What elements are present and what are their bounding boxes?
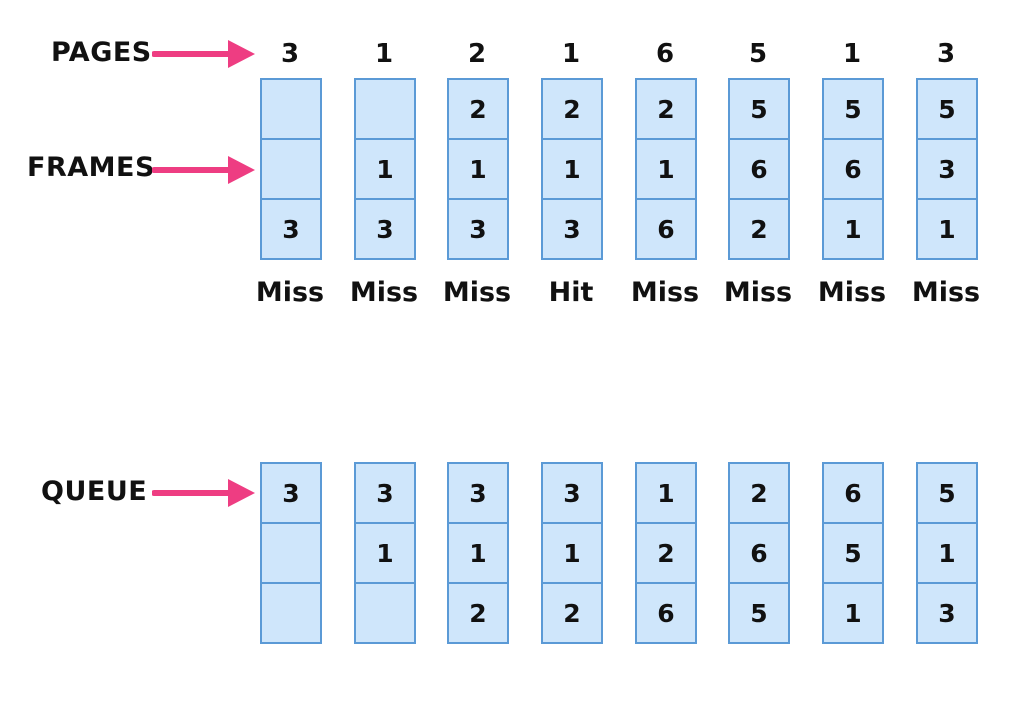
frame-cell: 5 (730, 80, 788, 140)
queue-cell: 1 (356, 524, 414, 584)
frame-cell: 5 (824, 80, 882, 140)
frame-cell: 2 (637, 80, 695, 140)
frame-cell: 6 (730, 140, 788, 200)
frame-cell: 1 (844, 214, 862, 244)
result-label-7: Miss (817, 277, 887, 308)
queue-arrow-icon (152, 479, 255, 507)
queue-cell: 2 (469, 598, 487, 628)
frame-cell: 5 (918, 80, 976, 140)
queue-cell: 3 (449, 464, 507, 524)
page-ref-5: 6 (655, 39, 675, 69)
queue-cell: 1 (637, 464, 695, 524)
frame-cell (262, 80, 320, 140)
queue-cell: 3 (356, 464, 414, 524)
page-ref-3: 2 (467, 39, 487, 69)
queue-label: QUEUE (41, 476, 148, 507)
queue-cell: 1 (844, 598, 862, 628)
queue-cell: 2 (563, 598, 581, 628)
queue-cell (262, 584, 320, 642)
page-ref-4: 1 (561, 39, 581, 69)
page-ref-7: 1 (842, 39, 862, 69)
result-label-5: Miss (630, 277, 700, 308)
pages-arrow-icon (152, 40, 255, 68)
frame-cell: 6 (657, 214, 675, 244)
frame-cell: 1 (637, 140, 695, 200)
queue-cell: 3 (938, 598, 956, 628)
queue-cell (262, 524, 320, 584)
queue-cell: 5 (918, 464, 976, 524)
queue-cell: 6 (730, 524, 788, 584)
frame-cell (262, 140, 320, 200)
queue-cell: 5 (824, 524, 882, 584)
result-label-6: Miss (723, 277, 793, 308)
frame-cell: 3 (918, 140, 976, 200)
frame-cell: 6 (824, 140, 882, 200)
frame-cell: 1 (543, 140, 601, 200)
frame-cell: 2 (750, 214, 768, 244)
queue-column-1: 3 (260, 462, 322, 644)
queue-cell: 3 (543, 464, 601, 524)
queue-cell: 1 (543, 524, 601, 584)
frame-cell: 2 (543, 80, 601, 140)
result-label-1: Miss (255, 277, 325, 308)
queue-cell (356, 584, 414, 642)
result-label-4: Hit (548, 277, 594, 308)
page-ref-2: 1 (374, 39, 394, 69)
result-label-2: Miss (349, 277, 419, 308)
frame-cell: 1 (356, 140, 414, 200)
frame-cell: 3 (376, 214, 394, 244)
frame-cell: 3 (282, 214, 300, 244)
frame-cell: 2 (449, 80, 507, 140)
page-ref-8: 3 (936, 39, 956, 69)
frame-cell: 1 (938, 214, 956, 244)
frame-column-1: 3 (260, 78, 322, 260)
frame-cell: 3 (469, 214, 487, 244)
pages-label: PAGES (51, 37, 152, 68)
queue-cell: 6 (657, 598, 675, 628)
frame-cell (356, 80, 414, 140)
queue-cell: 1 (449, 524, 507, 584)
page-ref-1: 3 (280, 39, 300, 69)
result-label-3: Miss (442, 277, 512, 308)
frame-cell: 3 (563, 214, 581, 244)
result-label-8: Miss (911, 277, 981, 308)
queue-cell: 6 (824, 464, 882, 524)
queue-cell: 5 (750, 598, 768, 628)
page-ref-6: 5 (748, 39, 768, 69)
frame-cell: 1 (449, 140, 507, 200)
frames-label: FRAMES (27, 152, 155, 183)
frames-arrow-icon (152, 156, 255, 184)
queue-cell: 1 (918, 524, 976, 584)
queue-cell: 2 (637, 524, 695, 584)
queue-cell: 2 (730, 464, 788, 524)
queue-cell: 3 (262, 464, 320, 524)
